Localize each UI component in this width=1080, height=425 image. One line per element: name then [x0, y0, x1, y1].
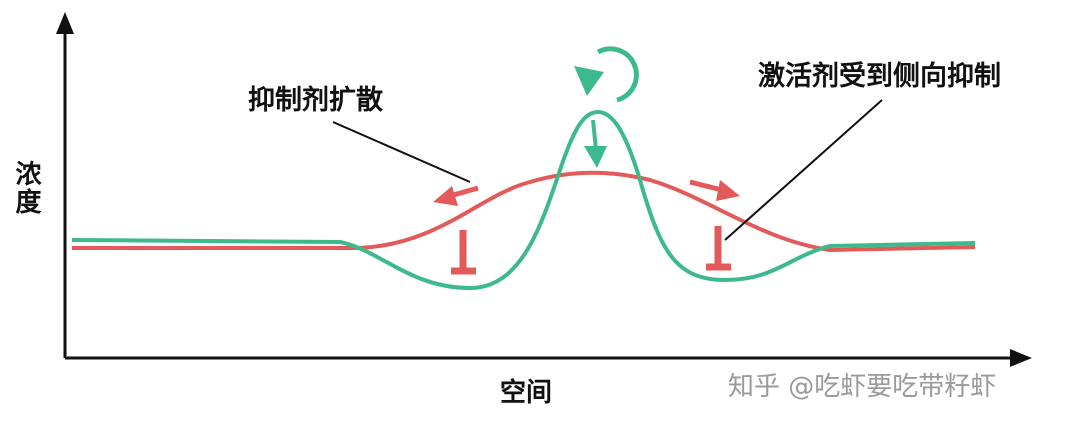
inhibitor-diffusion-label: 抑制剂扩散 — [248, 85, 383, 116]
activator-down-arrow — [584, 119, 607, 168]
inhibitor-label-pointer — [332, 121, 471, 183]
activator-lateral-inhibition-label: 激活剂受到侧向抑制 — [758, 61, 1001, 92]
inhibition-symbol-right — [706, 226, 731, 271]
inhibitor-diffusion-arrow-left — [433, 185, 479, 206]
y-axis-label: 浓度 — [11, 160, 41, 216]
y-axis — [56, 12, 74, 358]
activator-curve — [71, 109, 976, 291]
inhibitor-curve — [72, 170, 976, 253]
x-axis — [65, 349, 1032, 367]
inhibitor-diffusion-arrow-right — [689, 179, 740, 201]
inhibition-symbol-left — [451, 230, 476, 275]
watermark: 知乎 @吃虾要吃带籽虾 — [728, 372, 997, 402]
x-axis-label: 空间 — [500, 378, 553, 408]
activator-label-pointer — [724, 99, 883, 241]
self-activation-loop-icon — [574, 46, 639, 103]
